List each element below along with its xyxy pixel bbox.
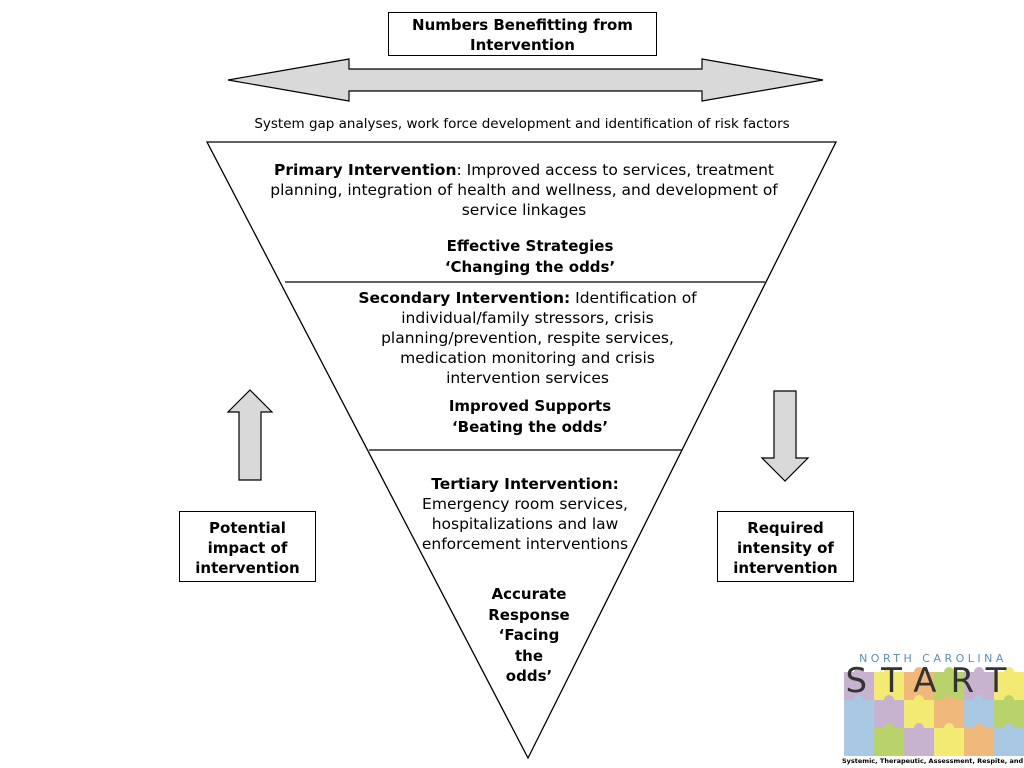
tertiary-strategy-line3: ‘Facing [498, 626, 560, 644]
puzzle-knob [884, 723, 894, 733]
nc-start-logo: NORTH CAROLINA START Systemic, Therapeut… [842, 652, 1024, 768]
puzzle-knob [884, 667, 894, 677]
puzzle-knob [944, 695, 954, 705]
numbers-benefitting-box: Numbers Benefitting from Intervention [388, 12, 657, 56]
puzzle-knob [974, 723, 984, 733]
tertiary-intervention-text: Tertiary Intervention: Emergency room se… [410, 474, 640, 554]
double-headed-arrow [227, 58, 824, 102]
tertiary-strategy-line4: the [514, 646, 544, 665]
puzzle-knob [914, 695, 924, 705]
up-arrow [226, 389, 274, 481]
tertiary-strategy-line2: Response [488, 605, 570, 624]
puzzle-knob [914, 667, 924, 677]
primary-intervention-body: : Improved access to services, treatment… [270, 161, 778, 219]
puzzle-knob [854, 723, 864, 733]
potential-impact-label: Potential impact of intervention [195, 519, 300, 577]
secondary-intervention-heading: Secondary Intervention: [358, 289, 571, 307]
logo-start-text: START [845, 661, 1021, 701]
tertiary-intervention-heading: Tertiary Intervention: [431, 475, 619, 493]
primary-intervention-heading: Primary Intervention [273, 161, 457, 179]
required-intensity-label: Required intensity of intervention [733, 519, 838, 577]
secondary-intervention-body: Identification of individual/family stre… [381, 289, 697, 387]
gap-analyses-label: System gap analyses, work force developm… [254, 116, 790, 132]
puzzle-pieces-graphic [844, 667, 1024, 756]
numbers-benefitting-label: Numbers Benefitting from Intervention [412, 16, 633, 54]
primary-strategy: Effective Strategies ‘Changing the odds’ [380, 236, 680, 278]
required-intensity-box: Required intensity of intervention [717, 511, 854, 582]
primary-strategy-line1: Effective Strategies [446, 237, 614, 255]
puzzle-knob [1004, 723, 1014, 733]
logo-tagline: Systemic, Therapeutic, Assessment, Respi… [842, 757, 1024, 765]
puzzle-knob [944, 723, 954, 733]
puzzle-knob [884, 695, 894, 705]
tertiary-strategy-line5: odds’ [505, 667, 553, 685]
potential-impact-box: Potential impact of intervention [179, 511, 316, 582]
gap-analyses-text: System gap analyses, work force developm… [200, 115, 844, 133]
primary-strategy-line2: ‘Changing the odds’ [444, 258, 616, 276]
logo-north-carolina-text: NORTH CAROLINA [859, 652, 1007, 665]
puzzle-knob [944, 667, 954, 677]
puzzle-knob [914, 723, 924, 733]
puzzle-knob [974, 695, 984, 705]
secondary-strategy-line2: ‘Beating the odds’ [451, 418, 609, 436]
puzzle-knob [854, 667, 864, 677]
puzzle-knob [974, 667, 984, 677]
secondary-strategy: Improved Supports ‘Beating the odds’ [400, 396, 660, 438]
puzzle-knob [1004, 667, 1014, 677]
primary-intervention-text: Primary Intervention: Improved access to… [258, 160, 790, 220]
down-arrow [760, 390, 810, 482]
puzzle-knob [854, 695, 864, 705]
secondary-strategy-line1: Improved Supports [448, 397, 612, 415]
secondary-intervention-text: Secondary Intervention: Identification o… [355, 288, 700, 388]
tertiary-strategy-line1: Accurate [491, 585, 567, 603]
puzzle-knob [1004, 695, 1014, 705]
tertiary-strategy: Accurate Response ‘Facing the odds’ [468, 584, 590, 687]
tertiary-intervention-body: Emergency room services, hospitalization… [421, 495, 629, 553]
